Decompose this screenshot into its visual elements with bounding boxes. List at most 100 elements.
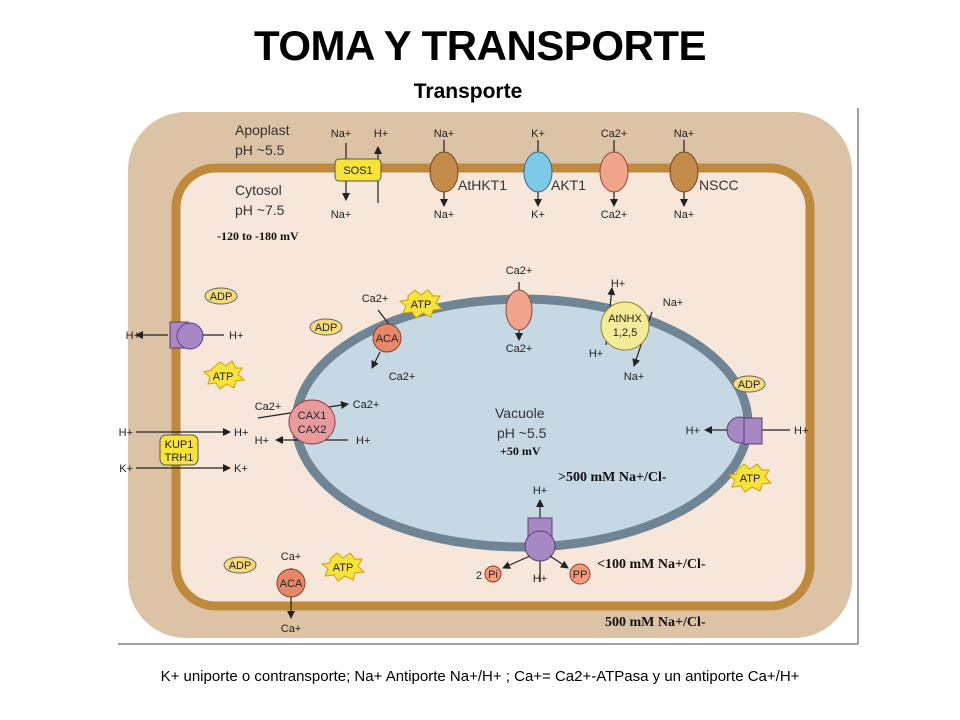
nscc-channel: Na+ Na+ NSCC [669,128,739,221]
aca-pm-ca-out: Ca+ [281,623,302,635]
ca-channel-pm: Ca2+ Ca2+ [599,128,629,221]
vpp-pp-arrow [549,555,569,569]
sos1-label: SOS1 [343,165,372,177]
kup-box [159,434,199,466]
atp-text-right: ATP [740,473,761,485]
cax-ca-out: Ca2+ [353,399,380,411]
nscc-na-out: Na+ [674,128,695,140]
conc-cytosol: <100 mM Na+/Cl- [597,557,706,572]
v-atpase-right: ADP H+ H+ ATP [686,375,808,493]
adp-text-right: ADP [738,379,761,391]
atnhx-na-in: Na+ [663,297,684,309]
apoplast-ph: pH ~5.5 [235,142,285,158]
atp-text-vac: ATP [411,299,432,311]
page-title: TOMA Y TRANSPORTE [253,22,707,69]
atnhx-na-out: Na+ [624,371,645,383]
cytosol-ph: pH ~7.5 [235,202,285,218]
cax-antiporter: CAX1 CAX2 Ca2+ Ca2+ H+ H+ [255,399,380,447]
athkt1-na-out: Na+ [434,128,455,140]
nscc-label: NSCC [699,177,739,193]
vacuole-potential: +50 mV [500,444,541,458]
aca-vac-ca-in: Ca2+ [362,293,389,305]
vpp-h-vac: H+ [533,485,547,497]
kup-k-in: K+ [234,463,248,475]
ca-pm-shape [599,151,629,193]
pp-badge [569,563,591,585]
aca-vac-shape [372,323,402,353]
atp-text-bottom: ATP [333,562,354,574]
akt1-shape [523,151,553,193]
athkt1-shape [429,151,459,193]
apoplast-label: Apoplast [235,122,290,138]
pump-h-out-left: H+ [126,330,140,342]
ca-vac-bottom: Ca2+ [506,343,533,355]
adp-badge-right [732,375,766,393]
vacuole-label: Vacuole [495,405,545,421]
vpp-pi-arrow [502,555,531,569]
adp-text-vac: ADP [315,322,338,334]
conc-apoplast: 500 mM Na+/Cl- [605,615,706,630]
kup1-label: KUP1 [165,439,194,451]
athkt1-channel: Na+ Na+ AtHKT1 [429,128,507,221]
atnhx-num: 1,2,5 [613,327,637,339]
atp-burst-vac [398,289,444,319]
aca-vac-ca-out: Ca2+ [389,371,416,383]
nscc-shape [669,151,699,193]
athkt1-label: AtHKT1 [458,177,507,193]
atnhx-antiporter: AtNHX 1,2,5 H+ H+ Na+ Na+ [589,278,683,383]
cax-h-in: H+ [356,435,370,447]
adp-badge-vac [309,318,343,336]
vpump-h-in: H+ [794,425,808,437]
pi-coefficient: 2 [476,570,482,582]
kup-h-in: H+ [234,427,248,439]
sos1-h-out: H+ [374,128,388,140]
trh1-label: TRH1 [165,452,194,464]
pp-label: PP [573,569,588,581]
atp-burst-bottom [320,552,366,582]
atnhx-label: AtNHX [608,313,642,325]
vpump-stalk [743,417,763,445]
nscc-na-in: Na+ [674,209,695,221]
atnhx-h-in: H+ [589,348,603,360]
ca-vac-shape [505,289,533,331]
cax2-label: CAX2 [298,424,327,436]
atnhx-h-out: H+ [611,278,625,290]
sos1-antiporter: SOS1 Na+ H+ Na+ [331,128,388,221]
cax-h-out: H+ [255,435,269,447]
vacuole-ph: pH ~5.5 [497,425,547,441]
sos1-na-out: Na+ [331,128,352,140]
sos1-box [334,158,382,182]
cax-ca-in: Ca2+ [255,401,282,413]
page-subtitle: Transporte [413,80,523,103]
ca-pm-out: Ca2+ [601,128,628,140]
conc-vacuole: >500 mM Na+/Cl- [558,470,667,485]
h-atpase-left: ADP H+ H+ ATP [126,287,246,390]
ca-vac-top: Ca2+ [506,265,533,277]
cytosol-label: Cytosol [235,182,282,198]
vpump-h-out: H+ [686,425,700,437]
atp-burst-left [202,360,246,390]
ca-channel-tonoplast: Ca2+ Ca2+ [505,265,533,355]
sos1-na-in: Na+ [331,209,352,221]
aca-pm-shape [276,568,306,598]
akt1-k-in: K+ [531,209,545,221]
pump-head-left [176,322,204,350]
cax1-label: CAX1 [298,410,327,422]
adp-badge-bottom [223,556,257,574]
vpp-head [524,530,556,562]
kup-h-out: H+ [119,427,133,439]
membrane-potential: -120 to -180 mV [217,229,299,243]
cax-shape [288,399,336,445]
v-ppase-bottom: H+ H+ 2 Pi PP [476,485,591,585]
akt1-label: AKT1 [551,177,586,193]
pump-h-in-left: H+ [229,330,243,342]
aca-pm-ca-in: Ca+ [281,551,302,563]
akt1-k-out: K+ [531,128,545,140]
kup1-trh1-symporter: KUP1 TRH1 H+ H+ K+ K+ [119,427,249,475]
figure-caption: K+ uniporte o contransporte; Na+ Antipor… [160,668,800,685]
aca-pm-label: ACA [280,578,303,590]
athkt1-na-in: Na+ [434,209,455,221]
atnhx-shape [600,301,650,351]
aca-vac-out-arrow [371,351,381,369]
